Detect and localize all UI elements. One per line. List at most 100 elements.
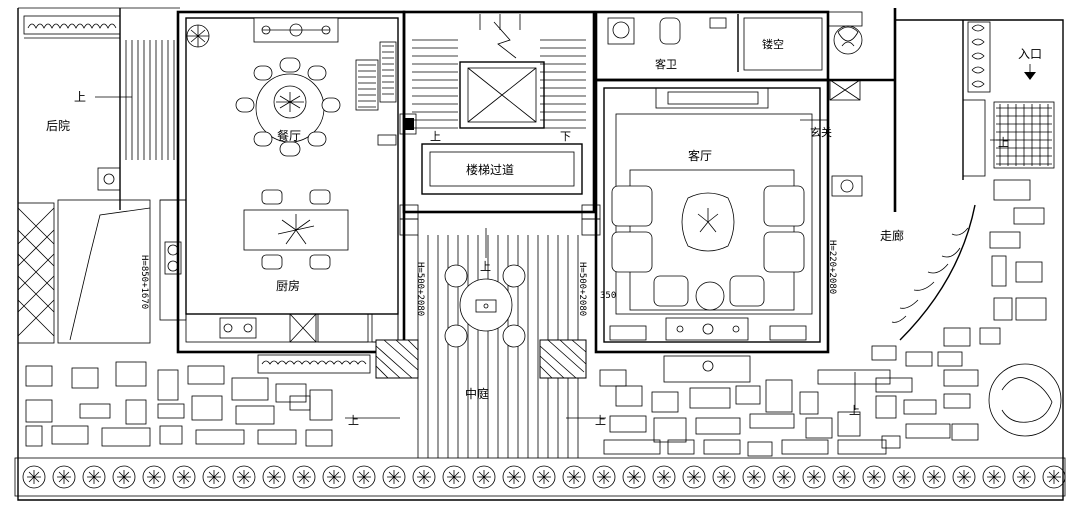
stepping-stone [749, 413, 795, 429]
courtyard-up-label: 上 [480, 260, 491, 273]
kitchen-window [257, 354, 371, 374]
stepping-stone [703, 439, 741, 455]
stepping-stone [735, 385, 761, 405]
shrub [562, 465, 586, 489]
shrub [592, 465, 616, 489]
stepping-stone [615, 385, 643, 407]
stepping-stone [159, 425, 183, 445]
stepping-stone [603, 439, 661, 455]
stepping-stone [275, 383, 307, 403]
shrub [262, 465, 286, 489]
stepping-stone [289, 395, 311, 411]
stepping-stone [231, 377, 269, 401]
stepping-stone [799, 391, 819, 415]
entrance-grid [996, 104, 1052, 166]
stepping-stone [195, 429, 245, 445]
dining-kitchen-block: 餐厅 厨房 H=850+1670 [139, 10, 406, 354]
stepping-stone [765, 379, 793, 413]
shrub [742, 465, 766, 489]
shrub [142, 465, 166, 489]
kitchen-label: 厨房 [276, 278, 300, 293]
backyard: 上 后院 [17, 8, 175, 344]
shrub [862, 465, 886, 489]
shrub [1042, 465, 1066, 489]
shrub [802, 465, 826, 489]
bath-void-block: 客卫 镂空 [594, 10, 863, 82]
shrub [112, 465, 136, 489]
stepping-stone [115, 361, 147, 387]
courtyard-west-up-label: 上 [348, 414, 359, 427]
stepping-stone [1015, 297, 1047, 321]
stepping-stone [993, 179, 1031, 201]
corridor-up-label: 上 [849, 404, 860, 417]
courtyard-east-up-label: 上 [595, 414, 606, 427]
living-room: 客厅 350 [594, 78, 830, 383]
stepping-stone [875, 377, 913, 393]
shrub [892, 465, 916, 489]
shrub [622, 465, 646, 489]
stepping-stone [653, 417, 687, 443]
stepping-stone [943, 369, 979, 387]
shrub [412, 465, 436, 489]
guest-bath-label: 客卫 [655, 57, 677, 71]
stepping-stone [257, 429, 297, 445]
stepping-stone [1013, 207, 1045, 225]
stepping-stone [881, 435, 901, 449]
stepping-stone [979, 327, 1001, 345]
stepping-stone [903, 399, 937, 415]
stepping-stone [989, 231, 1021, 249]
hedge-row [22, 465, 1066, 489]
stepping-stone [191, 395, 223, 421]
stepping-stone [871, 345, 897, 361]
stepping-stone [875, 395, 897, 419]
stepping-stone [71, 367, 99, 389]
stepping-stone [157, 369, 179, 401]
entrance-area: 入口 上 上 [817, 20, 1062, 437]
stepping-stone [51, 425, 89, 445]
stepping-stone [305, 429, 333, 447]
stepping-stone [101, 427, 151, 447]
stepping-stone [781, 439, 829, 455]
shrub [772, 465, 796, 489]
stepping-stone [25, 365, 53, 387]
shrub [322, 465, 346, 489]
shrub [952, 465, 976, 489]
backyard-label: 后院 [46, 119, 70, 133]
stepping-stone [689, 387, 731, 409]
foyer-label: 玄关 [810, 125, 832, 139]
kitchen-window-dim: H=850+1670 [139, 255, 149, 309]
shrub [382, 465, 406, 489]
stepping-stone [79, 403, 111, 419]
courtyard-left-dim: H=500+2080 [415, 262, 425, 316]
shrub [682, 465, 706, 489]
shrub [472, 465, 496, 489]
stair-down-label: 下 [560, 130, 571, 143]
shrub [352, 465, 376, 489]
entrance-label: 入口 [1018, 47, 1042, 61]
shrub [712, 465, 736, 489]
shrub [982, 465, 1006, 489]
courtyard: 上 H=500+2080 H=500+2080 中庭 上 上 [345, 228, 606, 458]
stepping-stone [25, 425, 43, 447]
stair-up-label: 上 [430, 130, 441, 143]
dining-label: 餐厅 [277, 128, 301, 143]
shrub [532, 465, 556, 489]
stepping-stone [309, 389, 333, 421]
shrub [172, 465, 196, 489]
shrub [292, 465, 316, 489]
stepping-stone [905, 423, 951, 439]
stepping-stone [991, 255, 1007, 287]
stepping-stone [837, 439, 887, 455]
shrub [442, 465, 466, 489]
shrub [22, 465, 46, 489]
shrub [202, 465, 226, 489]
stepping-stone [125, 399, 147, 425]
stair-block: 上 下 楼梯过道 [399, 10, 601, 236]
entrance-up-label: 上 [998, 136, 1009, 149]
void-label: 镂空 [762, 37, 784, 51]
shrub [1012, 465, 1036, 489]
stepping-stone [609, 415, 647, 433]
planter-top-left [23, 15, 121, 39]
stepping-stones [25, 179, 1047, 457]
stepping-stone [157, 403, 185, 419]
